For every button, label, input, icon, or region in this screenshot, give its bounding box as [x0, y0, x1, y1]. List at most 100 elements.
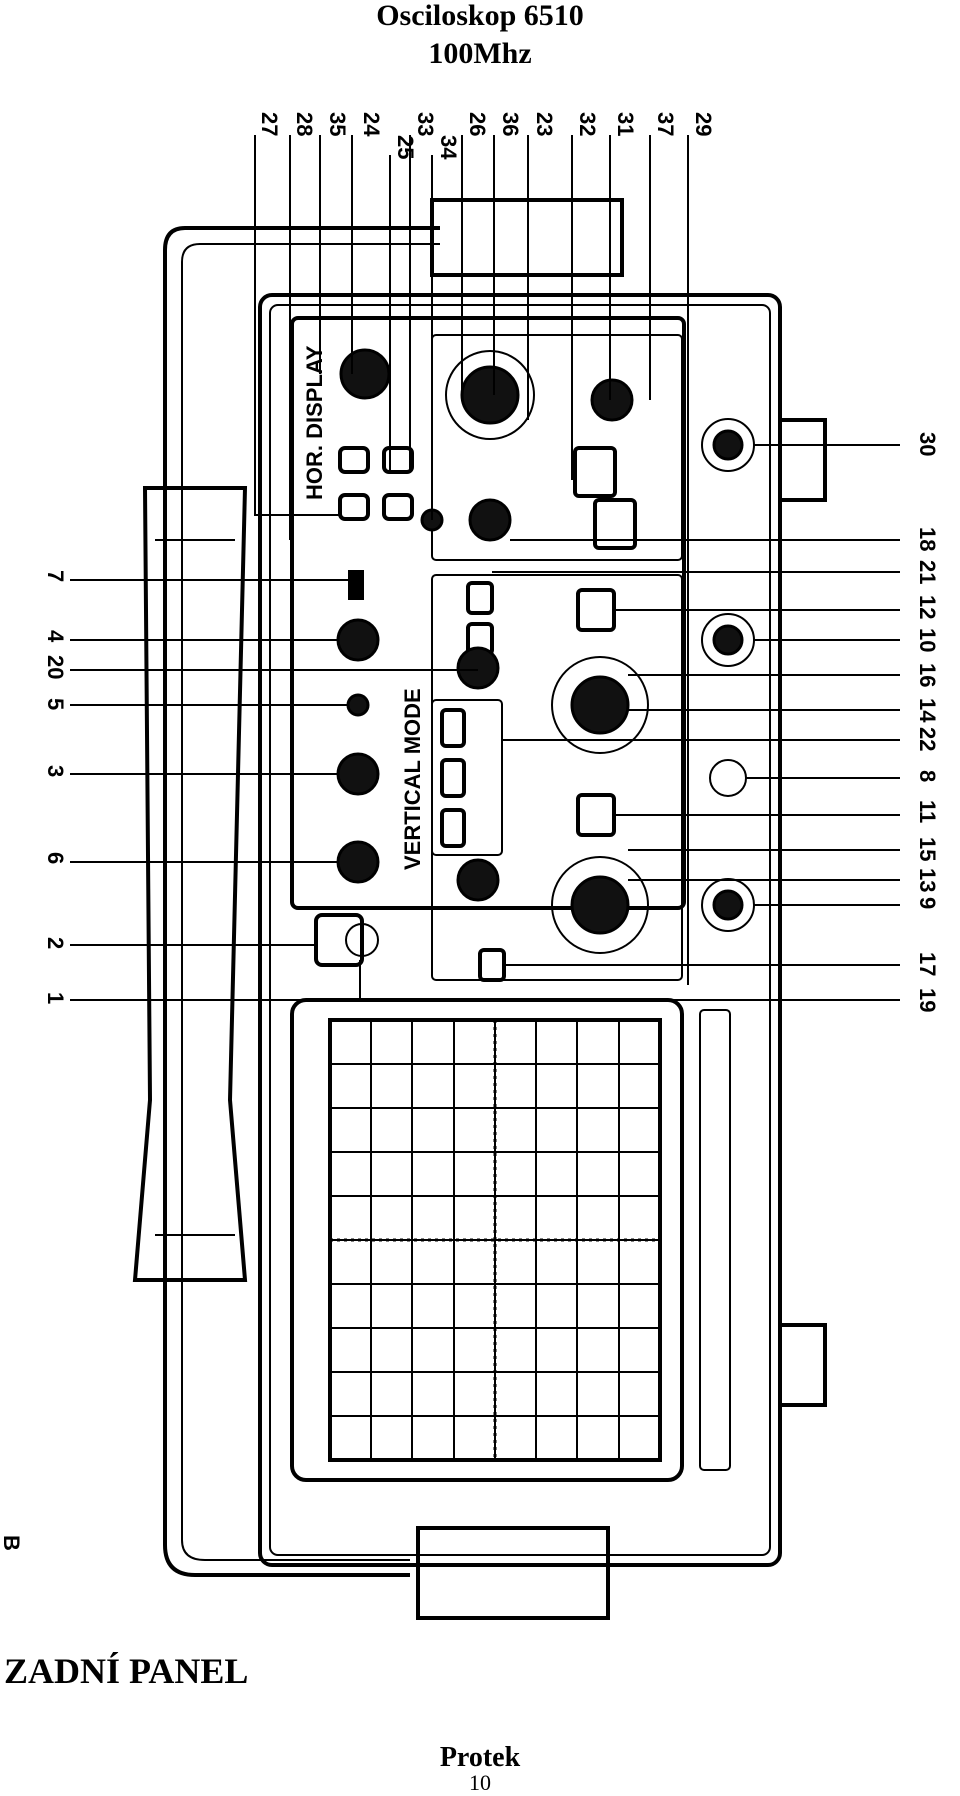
callout-32: 32 [575, 112, 600, 136]
bottom-foot [416, 1526, 610, 1620]
oscilloscope-front-panel-diagram: VERTICAL MODE HOR. DISPLAY 27 28 35 [0, 112, 940, 1620]
callout-11: 11 [915, 800, 940, 823]
callout-25: 25 [393, 135, 418, 159]
callout-18: 18 [915, 527, 940, 551]
callout-8: 8 [915, 770, 940, 782]
callout-5: 5 [43, 698, 68, 710]
brand-label: Protek [439, 1742, 521, 1773]
figure-marker: B [0, 1535, 24, 1551]
vertical-mode-ch2-button [440, 808, 466, 848]
ch1-volts-div-knob [570, 875, 630, 935]
callout-30: 30 [915, 432, 940, 456]
callout-4: 4 [43, 630, 68, 643]
callout-2: 2 [43, 937, 68, 949]
callout-20: 20 [43, 655, 68, 679]
hor-display-text: HOR. DISPLAY [302, 345, 327, 500]
carry-handle [163, 226, 440, 1577]
callout-21: 21 [915, 560, 940, 584]
carry-handle-inner [181, 243, 440, 1561]
instrument-body-outline [258, 293, 782, 1567]
ch2-volts-div-dial [551, 656, 649, 754]
callout-14: 14 [915, 698, 940, 723]
callout-9: 9 [915, 897, 940, 909]
power-switch-button [345, 923, 379, 957]
ch2-volts-div-knob [570, 675, 630, 735]
callout-22: 22 [915, 727, 940, 751]
hor-position-knob [339, 348, 391, 400]
cal-output [348, 570, 364, 600]
crt-graticule [330, 1020, 660, 1460]
callout-34: 34 [436, 135, 461, 160]
callout-19: 19 [915, 988, 940, 1012]
callout-6: 6 [43, 852, 68, 864]
top-callouts: 27 28 35 24 25 33 34 26 36 23 32 31 37 2… [257, 112, 716, 160]
hor-display-button-1 [338, 446, 370, 474]
ext-trigger-input-core [712, 429, 744, 461]
ch1-position-knob [456, 858, 500, 902]
ground-terminal [709, 759, 747, 797]
callout-16: 16 [915, 663, 940, 687]
ch1-input-core [712, 889, 744, 921]
ch2-position-knob [456, 646, 500, 690]
callout-1: 1 [43, 992, 68, 1004]
left-leader-lines [70, 579, 478, 1001]
page-number: 10 [469, 1770, 491, 1795]
time-div-dial [445, 350, 535, 440]
side-foot-bottom [778, 1323, 827, 1407]
callout-33: 33 [413, 112, 438, 136]
callout-37: 37 [653, 112, 678, 136]
callout-26: 26 [465, 112, 490, 136]
trigger-slope-knob [590, 378, 634, 422]
vertical-mode-text: VERTICAL MODE [400, 688, 425, 870]
trigger-coupling-switch [593, 498, 637, 550]
callout-7: 7 [43, 570, 68, 582]
right-callouts: 30 18 21 12 10 16 14 22 8 11 15 13 9 17 … [915, 432, 940, 1012]
callout-36: 36 [498, 112, 523, 136]
tilt-stand-grip-lines [155, 539, 235, 1236]
callout-31: 31 [613, 112, 638, 136]
callout-15: 15 [915, 837, 940, 861]
right-leader-lines [432, 444, 900, 1001]
trace-rotation-screw [346, 693, 370, 717]
instrument-body-inner [269, 304, 771, 1556]
hor-display-button-4 [382, 493, 414, 521]
callout-13: 13 [915, 868, 940, 892]
callout-12: 12 [915, 595, 940, 619]
callout-10: 10 [915, 628, 940, 652]
callout-29: 29 [691, 112, 716, 136]
hor-display-button-3 [338, 493, 370, 521]
power-switch [314, 913, 364, 967]
page-subtitle: 100Mhz [428, 37, 532, 70]
callout-27: 27 [257, 112, 282, 136]
ch1-volts-div-dial [551, 856, 649, 954]
control-panel-frame [290, 316, 686, 910]
callout-3: 3 [43, 765, 68, 777]
hor-display-button-2 [382, 446, 414, 474]
vertical-mode-box [431, 699, 503, 856]
trigger-level-knob [468, 498, 512, 542]
callout-24: 24 [359, 112, 384, 137]
top-leader-lines [254, 135, 689, 985]
callout-23: 23 [532, 112, 557, 136]
ch2-input-core [712, 624, 744, 656]
callout-17: 17 [915, 952, 940, 976]
focus-knob [336, 752, 380, 796]
left-callouts: 7 4 20 5 3 6 2 1 [43, 570, 68, 1004]
time-div-knob [460, 365, 520, 425]
side-foot-top [778, 418, 827, 502]
vertical-mode-add-button [440, 758, 466, 798]
trigger-source-switch [573, 446, 617, 498]
ch1-coupling-switch [576, 793, 616, 837]
callout-35: 35 [325, 112, 350, 136]
focus-illum-knob [336, 618, 380, 662]
ch2-coupling-switch [576, 588, 616, 632]
section-heading: ZADNÍ PANEL [4, 1651, 249, 1691]
filter-slot [699, 1009, 731, 1471]
ch1-invert-button [478, 948, 506, 982]
page-title: Osciloskop 6510 [376, 0, 584, 32]
ch2-ac-gnd-dc-button [466, 581, 494, 615]
tilt-stand [132, 486, 248, 1282]
vertical-mode-ch1-button [440, 708, 466, 748]
intensity-knob [336, 840, 380, 884]
callout-28: 28 [292, 112, 317, 136]
